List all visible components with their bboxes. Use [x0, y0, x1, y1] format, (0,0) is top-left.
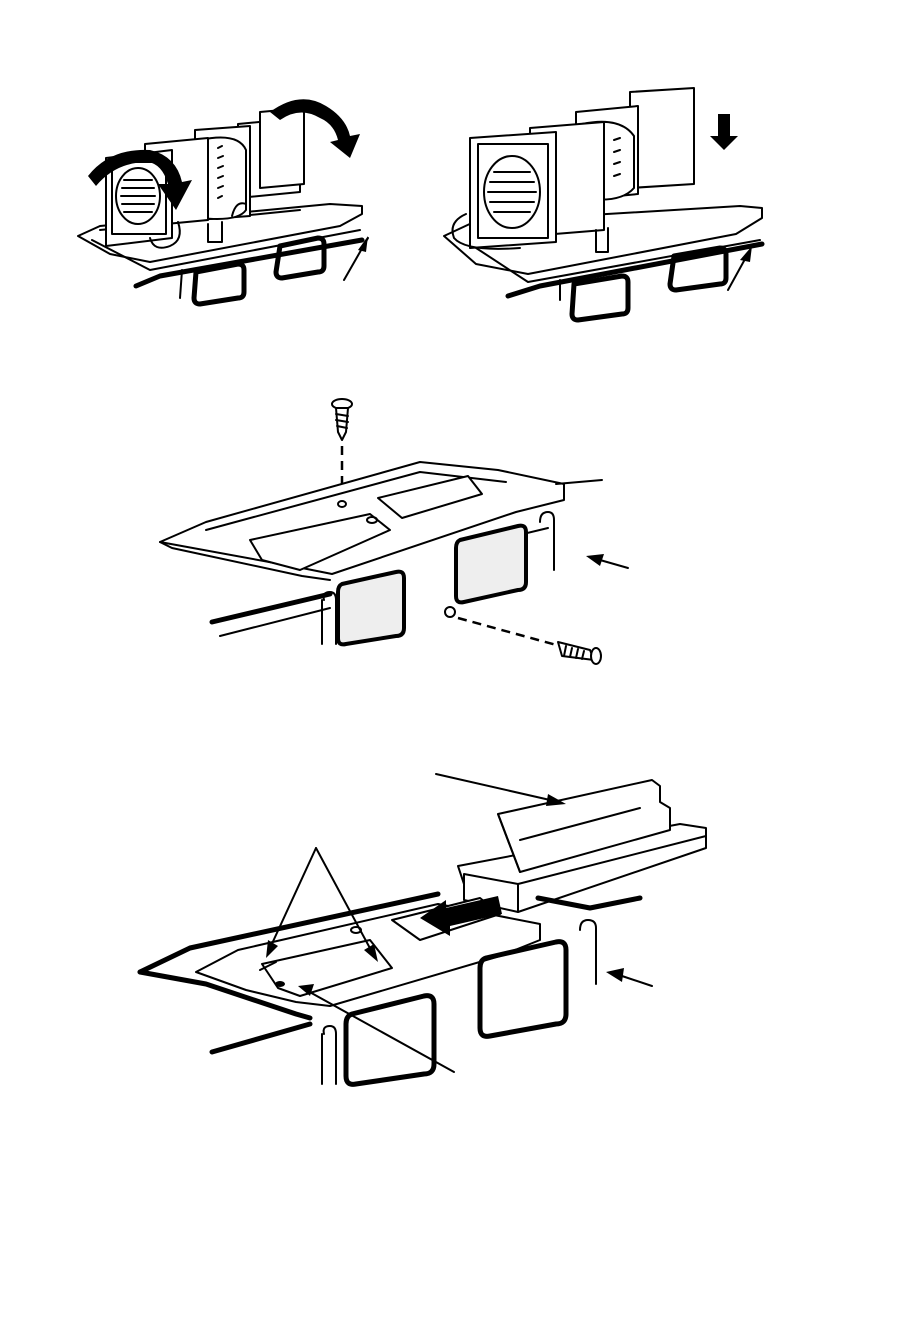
base-window-right: [276, 238, 324, 278]
pointer-arrow-bottom: [606, 968, 652, 986]
screw-top: [332, 399, 352, 492]
window-left: [338, 572, 404, 645]
base-window-left: [572, 276, 628, 320]
window-left: [346, 996, 434, 1085]
screw-bottom: [445, 607, 601, 664]
panel-middle: [160, 399, 628, 664]
panel-top-left: [78, 99, 368, 304]
window-right: [480, 942, 566, 1037]
pointer-arrow-top-right: [728, 246, 752, 290]
down-arrow: [710, 114, 738, 150]
window-right: [456, 526, 526, 603]
leader-line-cartridge: [436, 774, 566, 806]
panel-bottom: [140, 774, 706, 1084]
base-window-left: [194, 264, 244, 304]
pointer-arrow-middle: [586, 554, 628, 568]
mounting-plate: [160, 462, 602, 580]
filter-cartridge: [458, 780, 706, 912]
panel-top-right: [444, 88, 762, 320]
